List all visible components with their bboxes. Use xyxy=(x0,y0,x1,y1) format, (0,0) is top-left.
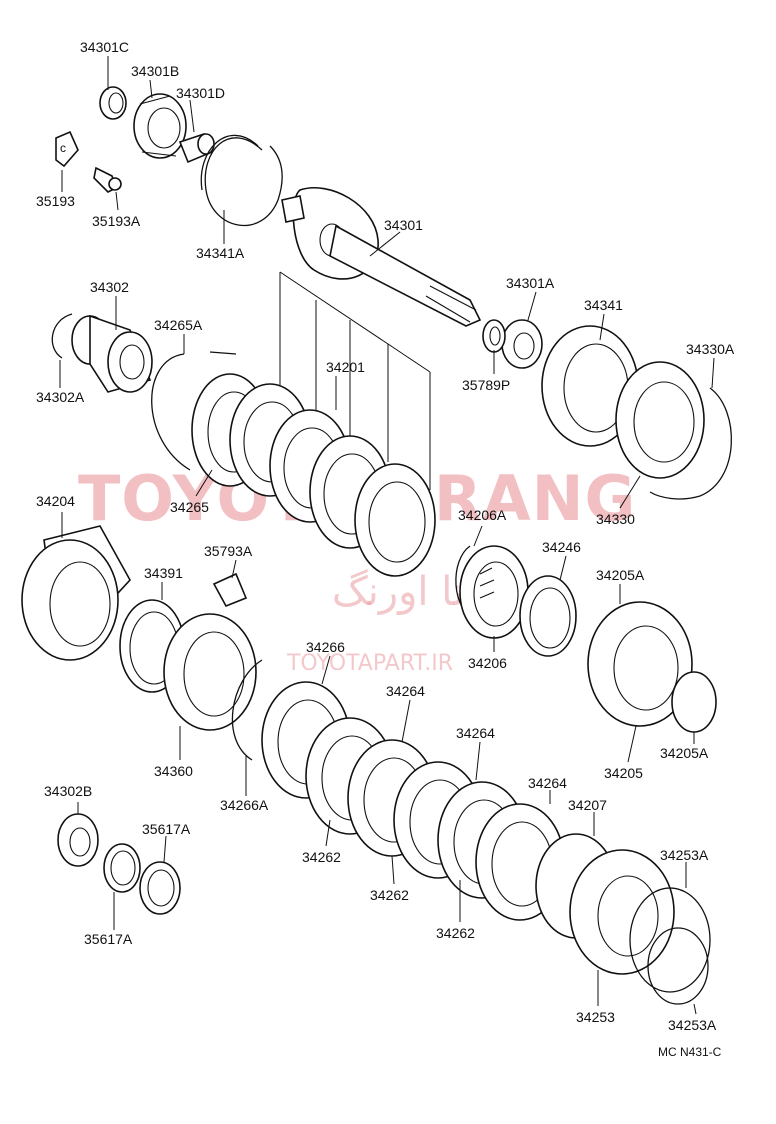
part-34253 xyxy=(569,849,675,975)
label-34205A-top: 34205A xyxy=(596,567,645,583)
label-34301D: 34301D xyxy=(176,85,225,101)
label-34302A: 34302A xyxy=(36,389,85,405)
label-34265A: 34265A xyxy=(154,317,203,333)
svg-text:c: c xyxy=(60,141,66,155)
label-34301C: 34301C xyxy=(80,39,129,55)
part-34206 xyxy=(459,545,529,639)
label-35193: 35193 xyxy=(36,193,75,209)
part-35789P xyxy=(482,319,506,353)
part-34360 xyxy=(163,613,257,731)
label-34253A-bottom: 34253A xyxy=(668,1017,717,1033)
part-34301B xyxy=(133,93,187,159)
label-34360: 34360 xyxy=(154,763,193,779)
part-34265A xyxy=(151,351,237,471)
part-34341 xyxy=(541,325,639,447)
label-34264-b: 34264 xyxy=(456,725,495,741)
part-34301A xyxy=(501,319,543,369)
label-34206: 34206 xyxy=(468,655,507,671)
label-34201: 34201 xyxy=(326,359,365,375)
label-34301A: 34301A xyxy=(506,275,555,291)
part-35617A xyxy=(103,843,181,915)
label-34204: 34204 xyxy=(36,493,75,509)
part-34204 xyxy=(21,525,131,661)
part-34302B xyxy=(57,813,99,867)
label-34205A-bottom: 34205A xyxy=(660,745,709,761)
label-34391: 34391 xyxy=(144,565,183,581)
label-34341: 34341 xyxy=(584,297,623,313)
label-34264-c: 34264 xyxy=(528,775,567,791)
label-34265: 34265 xyxy=(170,499,209,515)
part-34266A xyxy=(231,659,263,761)
label-34301B: 34301B xyxy=(131,63,179,79)
label-34302: 34302 xyxy=(90,279,129,295)
label-34246: 34246 xyxy=(542,539,581,555)
clutch-plates xyxy=(305,717,565,921)
label-34207: 34207 xyxy=(568,797,607,813)
label-34330: 34330 xyxy=(596,511,635,527)
part-34205 xyxy=(587,601,693,727)
part-labels: 34301C 34301B 34301D 35193 35193A 34341A… xyxy=(36,39,735,1033)
label-34206A: 34206A xyxy=(458,507,507,523)
label-34253: 34253 xyxy=(576,1009,615,1025)
part-34302 xyxy=(71,314,153,393)
label-34262-b: 34262 xyxy=(370,887,409,903)
label-35193A: 35193A xyxy=(92,213,141,229)
label-35793A: 35793A xyxy=(204,543,253,559)
part-34301D xyxy=(178,133,215,164)
part-34330A xyxy=(649,387,733,500)
label-34301: 34301 xyxy=(384,217,423,233)
label-34253A-top: 34253A xyxy=(660,847,709,863)
diagram-reference-code: MC N431-C xyxy=(658,1045,722,1059)
watermark-url: TOYOTAPART.IR xyxy=(286,651,453,676)
part-35793A xyxy=(212,572,248,608)
label-34341A: 34341A xyxy=(196,245,245,261)
label-35617A-bottom: 35617A xyxy=(84,931,133,947)
part-34246 xyxy=(519,575,577,657)
part-34301 xyxy=(281,187,482,327)
label-34264-a: 34264 xyxy=(386,683,425,699)
part-35193: c xyxy=(55,130,79,168)
label-34266A: 34266A xyxy=(220,797,269,813)
part-34302A xyxy=(51,313,73,359)
part-34205A xyxy=(671,671,717,733)
part-34201 xyxy=(229,271,436,577)
part-34330 xyxy=(615,361,705,479)
part-34301C xyxy=(99,86,127,120)
label-34302B: 34302B xyxy=(44,783,92,799)
leader-lines xyxy=(59,56,715,1015)
label-34262-c: 34262 xyxy=(436,925,475,941)
label-34330A: 34330A xyxy=(686,341,735,357)
label-35617A-top: 35617A xyxy=(142,821,191,837)
part-34253A xyxy=(629,887,711,1005)
part-35193A xyxy=(93,166,122,193)
label-34266: 34266 xyxy=(306,639,345,655)
label-35789P: 35789P xyxy=(462,377,510,393)
label-34262-a: 34262 xyxy=(302,849,341,865)
label-34205: 34205 xyxy=(604,765,643,781)
